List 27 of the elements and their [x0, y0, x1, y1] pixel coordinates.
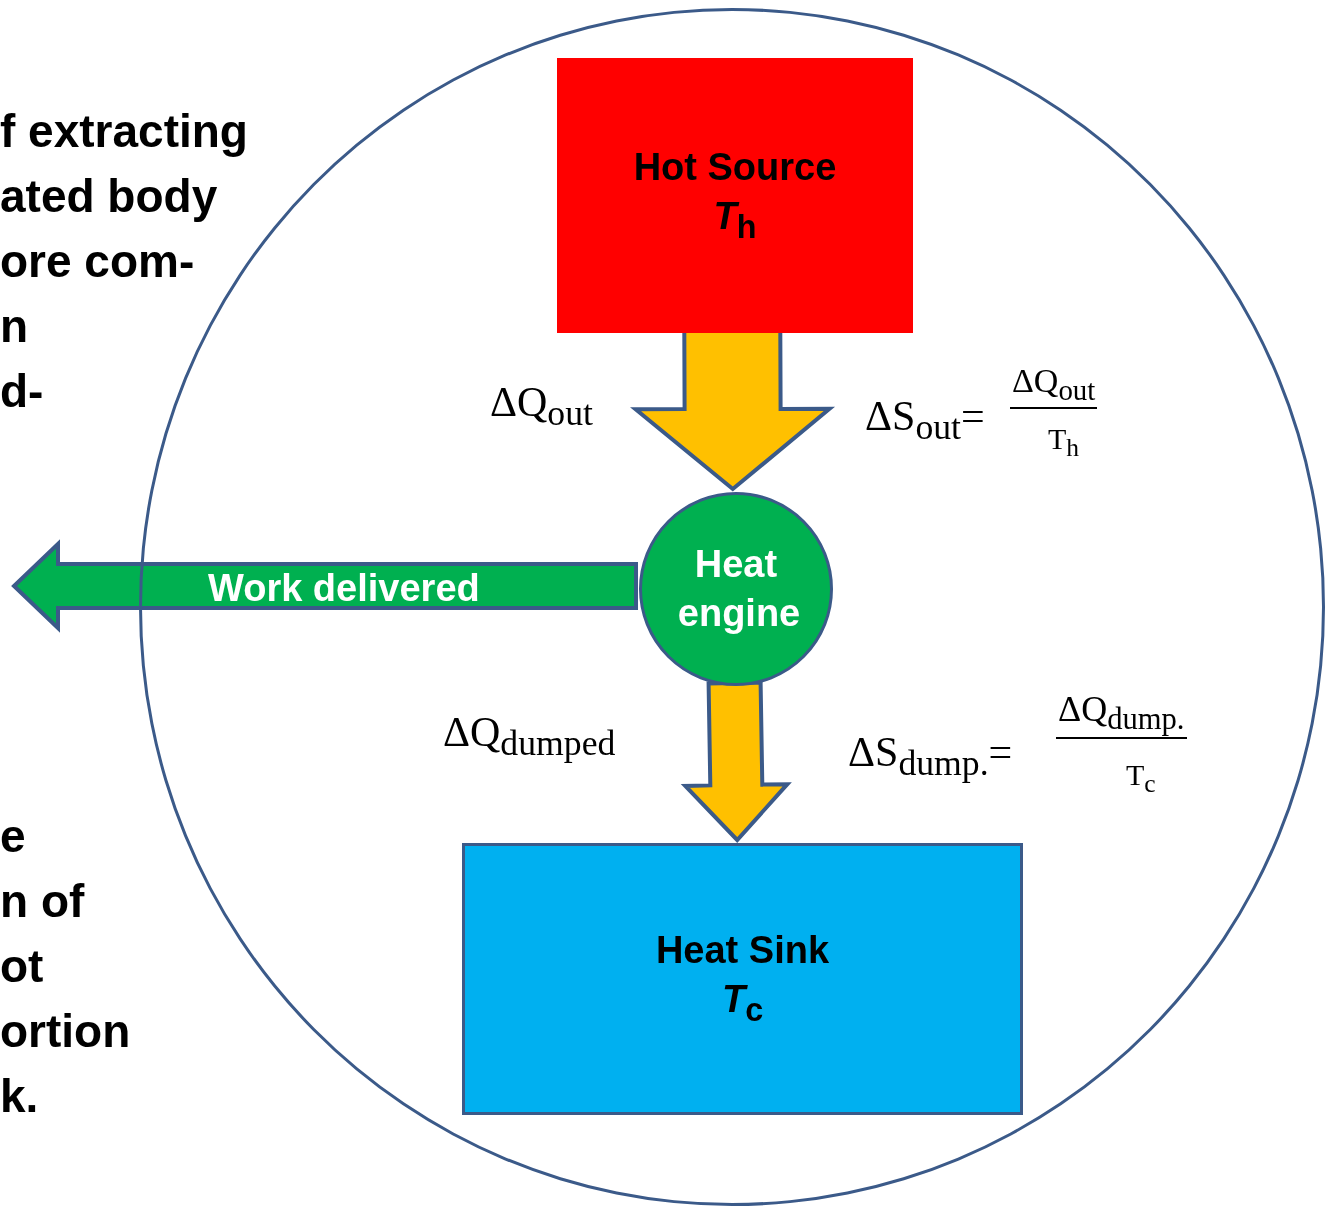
- paragraph-text: k.: [0, 1070, 39, 1122]
- paragraph-text: ortion: [0, 1005, 131, 1057]
- paragraph-text: ore com-: [0, 235, 195, 287]
- formula-term: ΔS$_{out}$=: [865, 392, 985, 449]
- formula-term: T$_{c}$: [1126, 758, 1156, 799]
- edge-label: ΔQ$_{dumped}$: [443, 708, 616, 765]
- node-label: Hot Source: [632, 144, 838, 190]
- paragraph-text: n: [0, 300, 29, 352]
- paragraph-text: n of: [0, 875, 85, 927]
- formula-numerator: ΔQ$_{dump.}$: [1056, 688, 1187, 740]
- paragraph-text: ated body: [0, 170, 218, 222]
- formula-term: T$_{h}$: [1048, 422, 1080, 463]
- paragraph-text: e: [0, 810, 26, 862]
- formula-numerator: ΔQ$_{out}$: [1010, 362, 1098, 409]
- node-label: T$_{h}$: [712, 193, 758, 247]
- node-label: Heat Sink: [654, 928, 831, 973]
- block-arrow: [680, 680, 792, 843]
- paragraph-text: d-: [0, 365, 44, 417]
- edge-label: ΔQ$_{out}$: [490, 378, 593, 435]
- paragraph-text: f extracting: [0, 105, 248, 157]
- node-label: T$_{c}$: [720, 977, 765, 1030]
- formula-term: ΔS$_{dump.}$=: [848, 728, 1013, 785]
- heat-sink-box: [462, 843, 1023, 1115]
- edge-label: Work delivered: [208, 566, 480, 610]
- hot-source-box: [557, 58, 913, 333]
- block-arrow: [11, 539, 638, 633]
- paragraph-text: ot: [0, 940, 44, 992]
